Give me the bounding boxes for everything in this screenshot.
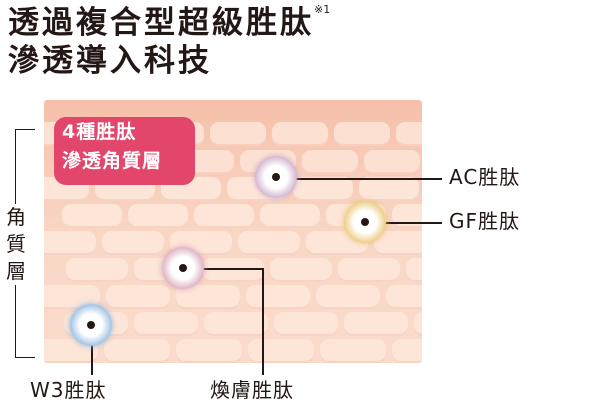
skin-cell (210, 122, 266, 146)
leader-line-gf (365, 222, 442, 224)
skin-cell (128, 204, 188, 228)
skin-cell (104, 339, 170, 363)
leader-line-huanfu-h (183, 268, 263, 270)
skin-cell (272, 122, 328, 146)
gf-peptide-particle (344, 201, 386, 243)
skin-cell (246, 285, 310, 309)
ac-peptide-particle (255, 156, 297, 198)
footnote-mark: ※1 (314, 3, 331, 16)
skin-cell (374, 231, 422, 255)
skin-cell (344, 312, 408, 336)
w3-peptide-label: W3胜肽 (30, 378, 107, 402)
skin-cell (334, 122, 390, 146)
badge-line-2: 滲透角質層 (62, 150, 163, 172)
skin-cell (364, 150, 420, 174)
particle-core (361, 218, 369, 226)
leader-line-ac (276, 178, 442, 180)
skin-cell (44, 231, 96, 255)
skin-cell (274, 312, 338, 336)
stratum-corneum-label: 角 質 層 (4, 204, 28, 285)
skin-cell (194, 204, 254, 228)
skin-cell (270, 258, 332, 282)
skin-cell (62, 204, 122, 228)
skin-cell (392, 339, 422, 363)
particle-core (87, 321, 95, 329)
huanfu-peptide-label: 煥膚胜肽 (210, 378, 294, 402)
skin-cell (106, 285, 170, 309)
gf-peptide-label: GF胜肽 (449, 209, 521, 233)
leader-line-huanfu-v (262, 268, 264, 375)
title-line-1: 透過複合型超級胜肽※1 (8, 4, 330, 41)
skin-cell (134, 312, 198, 336)
skin-cell (320, 339, 386, 363)
skin-cell (248, 339, 314, 363)
skin-cell (260, 204, 320, 228)
skin-cell (66, 258, 128, 282)
huanfu-peptide-particle (162, 247, 204, 289)
stratum-corneum-illustration (44, 100, 422, 363)
title-text: 透過複合型超級胜肽 (8, 5, 314, 41)
badge-line-1: 4種胜肽 (62, 121, 137, 143)
skin-cell (338, 258, 400, 282)
leader-line-w3 (91, 325, 93, 375)
skin-cell (202, 258, 264, 282)
skin-cell (238, 231, 300, 255)
skin-cell (293, 177, 353, 201)
skin-cell (102, 231, 164, 255)
skin-cell (204, 312, 268, 336)
skin-cell (176, 285, 240, 309)
skin-cell (392, 204, 422, 228)
w3-peptide-particle (70, 304, 112, 346)
skin-cell (386, 285, 422, 309)
particle-core (272, 173, 280, 181)
skin-cell (406, 258, 422, 282)
skin-cell (396, 122, 422, 146)
title-line-2: 滲透導入科技 (8, 43, 212, 79)
particle-core (179, 264, 187, 272)
ac-peptide-label: AC胜肽 (449, 165, 521, 189)
skin-cell (359, 177, 419, 201)
peptide-badge (54, 117, 195, 185)
side-label-char: 質 (6, 232, 26, 256)
side-label-char: 層 (6, 259, 26, 283)
skin-cell (414, 312, 422, 336)
skin-cell (176, 339, 242, 363)
skin-cell (316, 285, 380, 309)
skin-cell (302, 150, 358, 174)
side-label-char: 角 (6, 205, 26, 229)
